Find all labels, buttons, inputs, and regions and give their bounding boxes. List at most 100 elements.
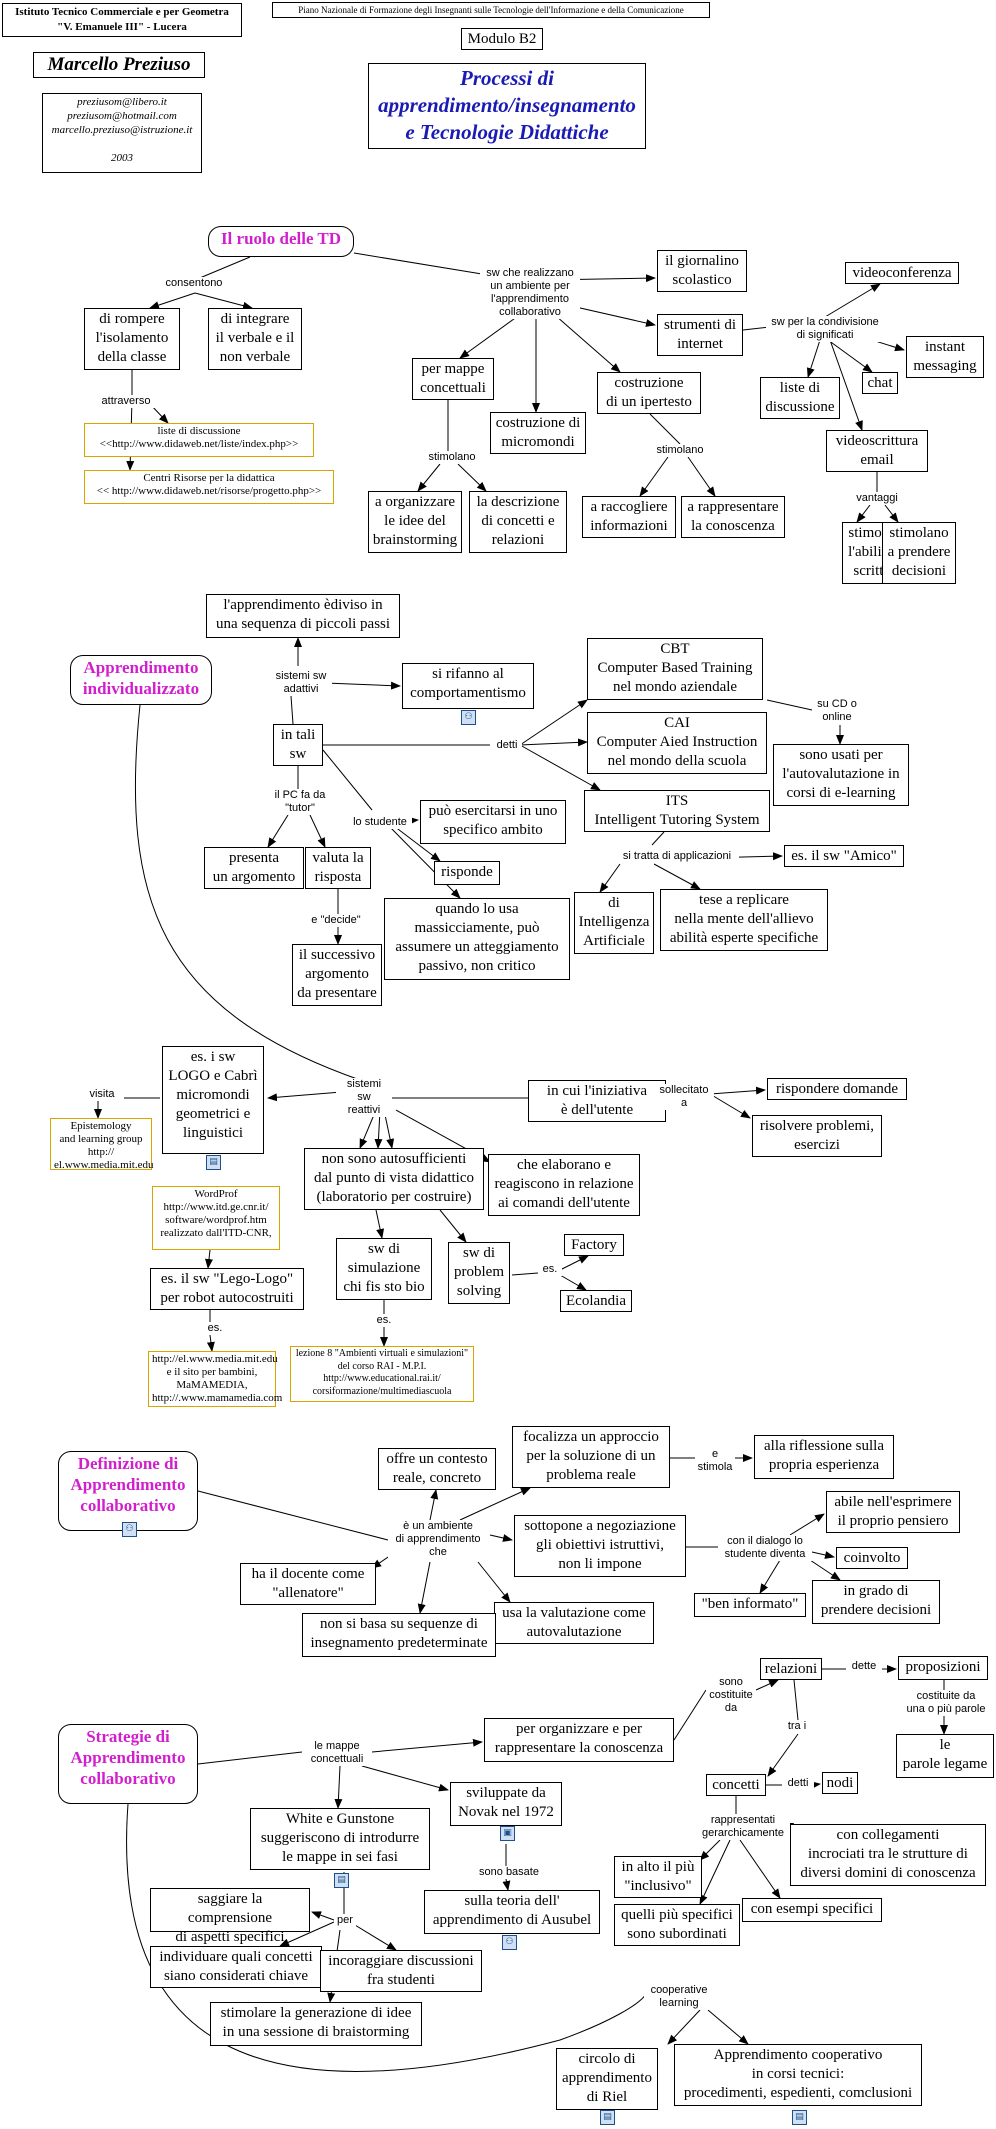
amico-node: es. il sw "Amico" bbox=[784, 845, 904, 867]
connector-line bbox=[489, 1534, 513, 1542]
connector-line bbox=[361, 1765, 449, 1792]
relazioni-node: relazioni bbox=[760, 1658, 822, 1680]
link-sw-condivisione: sw per la condivisione di significati bbox=[766, 316, 884, 342]
informato-node: "ben informato" bbox=[694, 1593, 806, 1617]
link-su-cd: su CD o online bbox=[812, 698, 862, 724]
connector-line bbox=[311, 1911, 335, 1921]
rompere-node: di rompere l'isolamento della classe bbox=[84, 308, 180, 370]
connector-line bbox=[385, 822, 461, 899]
wordprof-box[interactable]: WordProf http://www.itd.ge.cnr.it/ softw… bbox=[152, 1186, 280, 1250]
author-box: Marcello Preziuso bbox=[33, 52, 205, 78]
centri-link-box[interactable]: Centri Risorse per la didattica << http:… bbox=[84, 470, 334, 504]
connector-line bbox=[856, 504, 871, 523]
link-costituite: sono costituite da bbox=[706, 1676, 756, 1715]
module-box: Modulo B2 bbox=[461, 28, 543, 50]
logo-doc-icon[interactable]: ▤ bbox=[206, 1155, 221, 1170]
chat-node: chat bbox=[862, 372, 898, 394]
link-e-stimola: e stimola bbox=[695, 1448, 735, 1474]
abile-node: abile nell'esprimere il proprio pensiero bbox=[826, 1491, 960, 1533]
focalizza-node: focalizza un approccio per la soluzione … bbox=[512, 1426, 670, 1488]
saggiare-node: saggiare la comprensione di aspetti spec… bbox=[150, 1888, 310, 1945]
videoconferenza-node: videoconferenza bbox=[845, 262, 959, 284]
connector-line bbox=[477, 1561, 511, 1603]
esempi-node: con esempi specifici bbox=[742, 1898, 882, 1922]
ausubel-node: sulla teoria dell' apprendimento di Ausu… bbox=[424, 1890, 600, 1934]
incoraggiare-node: incoraggiare discussioni fra studenti bbox=[320, 1950, 482, 1992]
link-visita: visita bbox=[82, 1088, 122, 1101]
link-dialogo: con il dialogo lo studente diventa bbox=[718, 1535, 812, 1561]
connector-line bbox=[709, 1093, 751, 1119]
connector-line bbox=[417, 463, 441, 492]
connector-line bbox=[267, 814, 289, 848]
connector-line bbox=[459, 1487, 531, 1521]
parole-legame-node: le parole legame bbox=[896, 1734, 994, 1778]
intelligenza-node: di Intelligenza Artificiale bbox=[574, 892, 654, 954]
school-box: Istituto Tecnico Commerciale e per Geome… bbox=[2, 3, 242, 37]
ecolandia-node: Ecolandia bbox=[560, 1290, 632, 1312]
ruolo-td-node: Il ruolo delle TD bbox=[208, 226, 354, 257]
novak-node: sviluppate da Novak nel 1972 bbox=[450, 1782, 562, 1826]
allenatore-node: ha il docente come "allenatore" bbox=[240, 1563, 376, 1605]
brainstorming-node: stimolare la generazione di idee in una … bbox=[210, 2002, 422, 2046]
link-detti-2: detti bbox=[782, 1777, 814, 1790]
presenta-node: presenta un argomento bbox=[204, 847, 304, 889]
liste-link-box[interactable]: liste di discussione <<http://www.didawe… bbox=[84, 423, 314, 457]
integrare-node: di integrare il verbale e il non verbale bbox=[208, 308, 302, 370]
strumenti-node: strumenti di internet bbox=[657, 314, 743, 356]
novak-image-icon[interactable]: ▣ bbox=[500, 1826, 515, 1841]
subordinati-node: quelli più specifici sono subordinati bbox=[614, 1904, 740, 1946]
comportamentismo-node: si rifanno al comportamentismo bbox=[402, 663, 534, 709]
connector-line bbox=[789, 1513, 825, 1536]
link-stimolano-2: stimolano bbox=[652, 444, 708, 457]
cooperativo-doc-icon[interactable]: ▤ bbox=[792, 2110, 807, 2125]
concetti-node: concetti bbox=[706, 1774, 766, 1796]
instant-node: instant messaging bbox=[906, 336, 984, 378]
contacts-box: preziusom@libero.it preziusom@hotmail.co… bbox=[42, 93, 202, 173]
non-auto-node: non sono autosufficienti dal punto di vi… bbox=[304, 1148, 484, 1210]
white-doc-icon[interactable]: ▤ bbox=[334, 1873, 349, 1888]
mit-links-box[interactable]: http://el.www.media.mit.edu e il sito pe… bbox=[148, 1351, 282, 1407]
connector-line bbox=[194, 292, 253, 310]
in-tali-sw-node: in tali sw bbox=[273, 724, 323, 766]
connector-line bbox=[502, 1878, 511, 1891]
link-detti: detti bbox=[492, 739, 522, 752]
connector-line bbox=[707, 2009, 749, 2045]
comportamentismo-link-icon[interactable]: ⚇ bbox=[461, 710, 476, 725]
rispondere-dom-node: rispondere domande bbox=[767, 1078, 907, 1100]
individualizzato-node: Apprendimento individualizzato bbox=[70, 655, 212, 705]
epistemology-box[interactable]: Epistemology and learning group http:// … bbox=[50, 1118, 153, 1171]
link-vantaggi: vantaggi bbox=[852, 492, 902, 505]
connector-line bbox=[197, 1751, 303, 1765]
connector-line bbox=[806, 339, 821, 378]
mappe-conc-node: per mappe concettuali bbox=[412, 358, 494, 400]
connector-line bbox=[667, 2009, 701, 2045]
connector-line bbox=[827, 339, 873, 373]
risolvere-node: risolvere problemi, esercizi bbox=[752, 1115, 882, 1157]
its-node: ITS Intelligent Tutoring System bbox=[584, 790, 770, 832]
link-mappe-concettuali: le mappe concettuali bbox=[302, 1740, 372, 1766]
riel-node: circolo di apprendimento di Riel bbox=[556, 2048, 658, 2110]
valuta-node: valuta la risposta bbox=[305, 847, 371, 889]
link-es-1: es. bbox=[200, 1322, 230, 1335]
definizione-link-icon[interactable]: ⚇ bbox=[122, 1522, 137, 1537]
connector-line bbox=[767, 1733, 799, 1777]
connector-line bbox=[279, 1921, 335, 1947]
link-attraverso: attraverso bbox=[96, 395, 156, 408]
connector-line bbox=[457, 463, 487, 492]
connector-line bbox=[653, 863, 701, 890]
lezione8-box[interactable]: lezione 8 "Ambienti virtuali e simulazio… bbox=[290, 1346, 474, 1402]
replicare-node: tese a replicare nella mente dell'alliev… bbox=[660, 889, 828, 951]
connector-line bbox=[149, 292, 196, 309]
successivo-node: il successivo argomento da presentare bbox=[292, 944, 382, 1006]
link-pc-tutor: il PC fa da "tutor" bbox=[268, 789, 332, 815]
riflessione-node: alla riflessione sulla propria esperienz… bbox=[754, 1435, 894, 1479]
connector-line bbox=[439, 1209, 467, 1243]
link-lo-studente: lo studente bbox=[348, 816, 412, 829]
link-consentono: consentono bbox=[160, 277, 228, 290]
riel-doc-icon[interactable]: ▤ bbox=[600, 2110, 615, 2125]
ausubel-link-icon[interactable]: ⚇ bbox=[502, 1935, 517, 1950]
nodi-node: nodi bbox=[822, 1772, 858, 1794]
connector-line bbox=[673, 1689, 707, 1741]
connector-line bbox=[759, 1559, 781, 1594]
connector-line bbox=[709, 1086, 766, 1095]
